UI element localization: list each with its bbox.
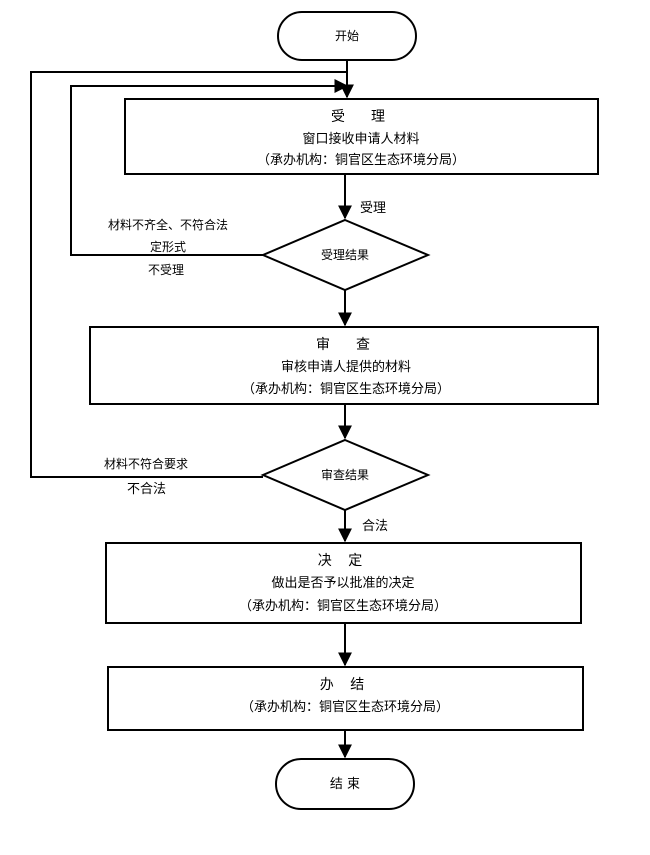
complete-org: （承办机构：铜官区生态环境分局）: [241, 699, 449, 715]
start-label: 开始: [335, 29, 359, 43]
complete-box: [107, 666, 584, 731]
review-desc: 审核申请人提供的材料: [281, 359, 411, 375]
accept-title: 受 理: [331, 109, 391, 125]
decide-desc: 做出是否予以批准的决定: [271, 575, 414, 591]
edge-label-review-no-1: 材料不符合要求: [104, 456, 188, 471]
edge-label-accept-no-1: 材料不齐全、不符合法: [108, 217, 228, 232]
accept-org: （承办机构：铜官区生态环境分局）: [257, 152, 465, 168]
decide-box: [105, 542, 582, 624]
decide-org: （承办机构：铜官区生态环境分局）: [239, 598, 447, 614]
end-label: 结 束: [330, 777, 360, 792]
edge-review-reject-loop: [30, 71, 348, 478]
decide-title: 决 定: [318, 553, 368, 569]
edge-label-accept-no-2: 定形式: [150, 239, 186, 254]
edge-accept-reject-loop: [70, 85, 347, 256]
review-decision-label: 审查结果: [321, 467, 369, 482]
review-box: [89, 326, 599, 405]
accept-decision-label: 受理结果: [321, 248, 369, 262]
edge-label-accept-no-3: 不受理: [148, 263, 184, 277]
review-org: （承办机构：铜官区生态环境分局）: [242, 381, 450, 397]
accept-desc: 窗口接收申请人材料: [302, 131, 419, 147]
end-node: [275, 758, 415, 810]
complete-title: 办 结: [320, 677, 370, 693]
edge-label-review-yes: 合法: [362, 519, 388, 534]
accept-box: [124, 98, 599, 175]
edge-label-review-no-2: 不合法: [127, 482, 166, 497]
edge-label-accept-yes: 受理: [360, 201, 386, 216]
review-title: 审 查: [316, 337, 376, 353]
